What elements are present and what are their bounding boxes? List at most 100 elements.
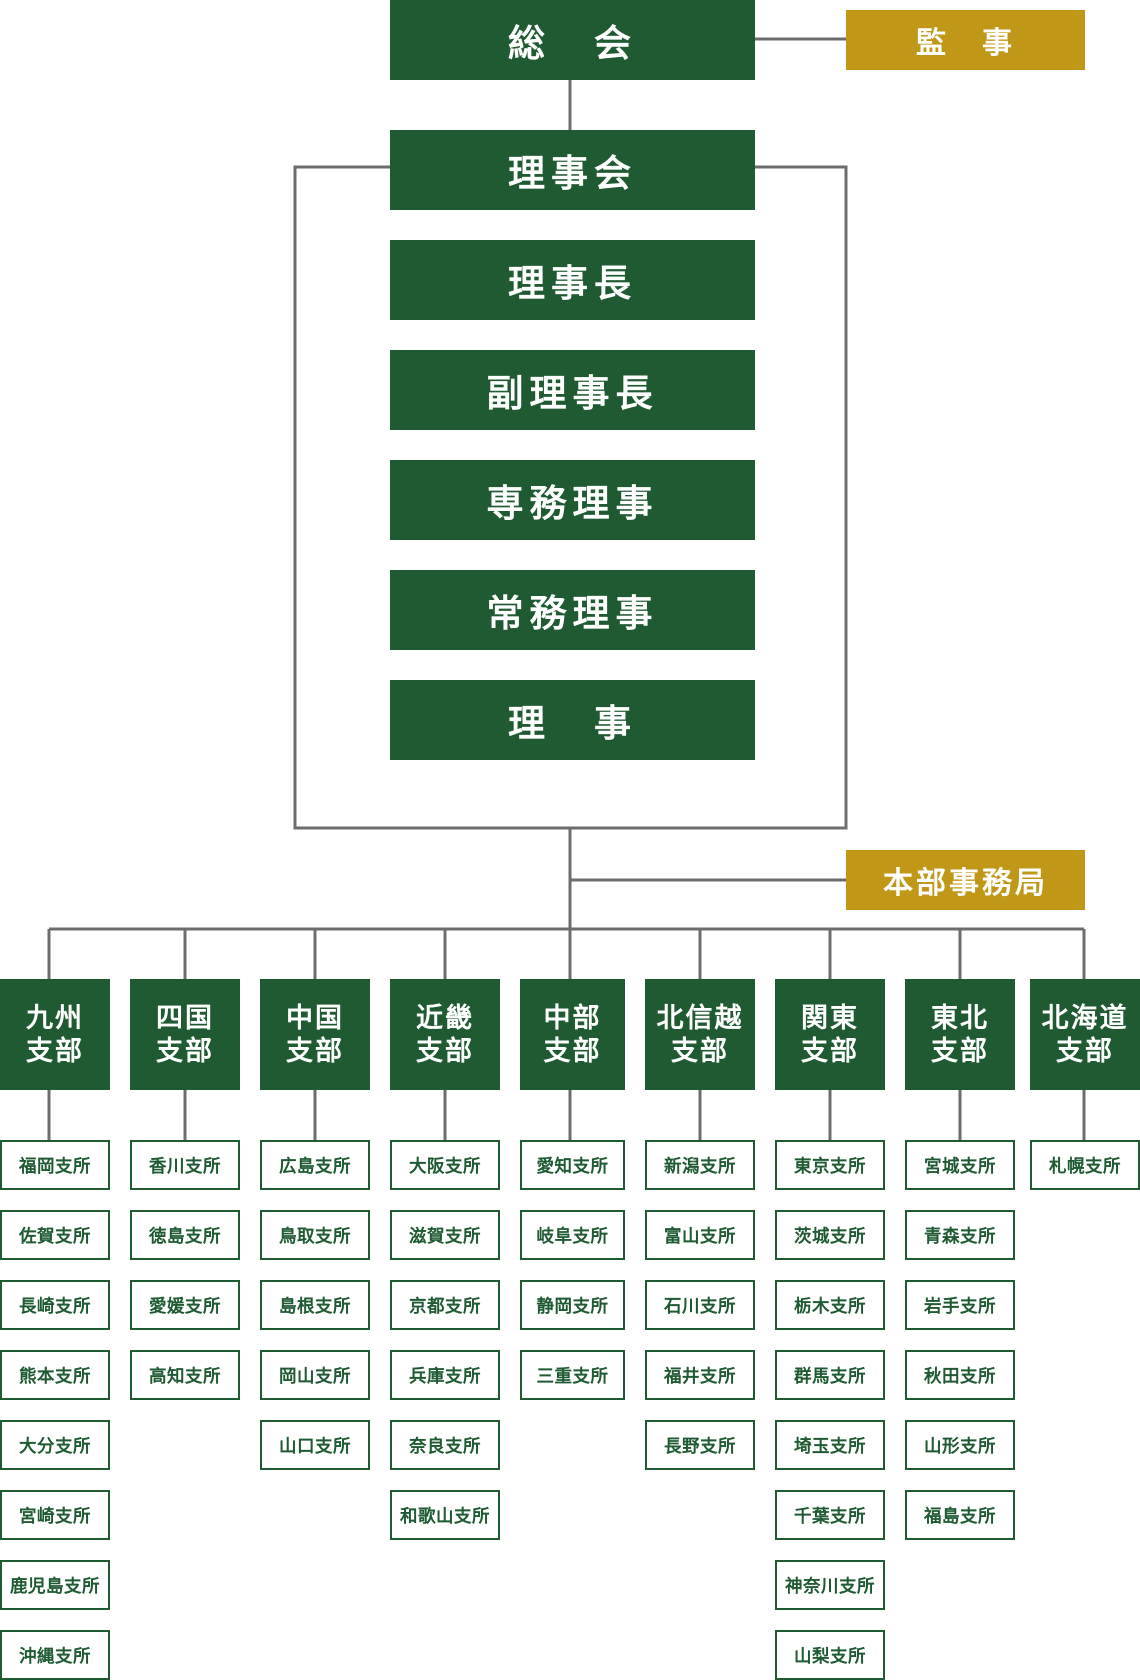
senior-director-box: 専務理事: [390, 460, 755, 540]
office-label: 兵庫支所: [409, 1366, 481, 1387]
office-box: 兵庫支所: [390, 1350, 500, 1400]
office-label: 三重支所: [536, 1366, 609, 1387]
branch-chugoku: 中国 支部: [260, 979, 370, 1090]
office-label: 佐賀支所: [19, 1226, 91, 1247]
branch-kanto: 関東 支部: [775, 979, 885, 1090]
branch-label: 北海道 支部: [1041, 1002, 1129, 1067]
office-label: 青森支所: [924, 1226, 996, 1247]
office-label: 沖縄支所: [19, 1646, 91, 1667]
managing-director-label: 常務理事: [486, 592, 659, 635]
branch-chubu: 中部 支部: [520, 979, 625, 1090]
senior-director-label: 専務理事: [486, 482, 659, 525]
office-box: 佐賀支所: [0, 1210, 110, 1260]
office-box: 宮城支所: [905, 1140, 1015, 1190]
office-box: 新潟支所: [645, 1140, 755, 1190]
branch-label: 中国 支部: [286, 1002, 344, 1067]
office-box: 札幌支所: [1030, 1140, 1140, 1190]
office-label: 石川支所: [664, 1296, 736, 1317]
office-label: 島根支所: [279, 1296, 351, 1317]
branch-tohoku: 東北 支部: [905, 979, 1015, 1090]
office-label: 福島支所: [924, 1506, 996, 1527]
branch-kinki: 近畿 支部: [390, 979, 500, 1090]
office-label: 山形支所: [924, 1436, 996, 1457]
office-box: 鳥取支所: [260, 1210, 370, 1260]
branch-label: 九州 支部: [26, 1002, 84, 1067]
branch-shikoku: 四国 支部: [130, 979, 240, 1090]
office-box: 長崎支所: [0, 1280, 110, 1330]
office-box: 山梨支所: [775, 1630, 885, 1680]
office-box: 和歌山支所: [390, 1490, 500, 1540]
general-assembly-label: 総 会: [508, 22, 637, 65]
office-box: 神奈川支所: [775, 1560, 885, 1610]
office-box: 富山支所: [645, 1210, 755, 1260]
office-box: 大分支所: [0, 1420, 110, 1470]
vice-chairman-box: 副理事長: [390, 350, 755, 430]
office-box: 島根支所: [260, 1280, 370, 1330]
office-label: 埼玉支所: [794, 1436, 866, 1457]
office-box: 岐阜支所: [520, 1210, 625, 1260]
office-label: 栃木支所: [794, 1296, 866, 1317]
office-label: 秋田支所: [924, 1366, 996, 1387]
office-box: 愛知支所: [520, 1140, 625, 1190]
office-label: 神奈川支所: [785, 1576, 875, 1597]
branch-label: 中部 支部: [543, 1002, 602, 1067]
office-box: 鹿児島支所: [0, 1560, 110, 1610]
vice-chairman-label: 副理事長: [486, 372, 659, 415]
office-label: 愛媛支所: [149, 1296, 221, 1317]
office-label: 福岡支所: [19, 1156, 91, 1177]
office-box: 三重支所: [520, 1350, 625, 1400]
office-label: 奈良支所: [409, 1436, 481, 1457]
office-label: 和歌山支所: [400, 1506, 490, 1527]
office-box: 奈良支所: [390, 1420, 500, 1470]
office-box: 岡山支所: [260, 1350, 370, 1400]
office-label: 札幌支所: [1049, 1156, 1121, 1177]
office-box: 福岡支所: [0, 1140, 110, 1190]
directors-label: 理 事: [508, 702, 637, 745]
office-box: 滋賀支所: [390, 1210, 500, 1260]
office-label: 長野支所: [664, 1436, 736, 1457]
office-label: 広島支所: [279, 1156, 351, 1177]
office-label: 香川支所: [149, 1156, 221, 1177]
office-label: 徳島支所: [149, 1226, 221, 1247]
office-box: 熊本支所: [0, 1350, 110, 1400]
branch-hokkaido: 北海道 支部: [1030, 979, 1140, 1090]
office-label: 千葉支所: [794, 1506, 866, 1527]
board-box: 理事会: [390, 130, 755, 210]
office-label: 東京支所: [794, 1156, 866, 1177]
office-box: 広島支所: [260, 1140, 370, 1190]
chairman-box: 理事長: [390, 240, 755, 320]
office-box: 高知支所: [130, 1350, 240, 1400]
office-box: 山口支所: [260, 1420, 370, 1470]
office-box: 大阪支所: [390, 1140, 500, 1190]
office-box: 香川支所: [130, 1140, 240, 1190]
office-label: 長崎支所: [19, 1296, 91, 1317]
office-box: 静岡支所: [520, 1280, 625, 1330]
managing-director-box: 常務理事: [390, 570, 755, 650]
office-box: 青森支所: [905, 1210, 1015, 1260]
office-label: 愛知支所: [536, 1156, 609, 1177]
directors-box: 理 事: [390, 680, 755, 760]
office-label: 京都支所: [409, 1296, 481, 1317]
general-assembly-box: 総 会: [390, 0, 755, 80]
office-box: 宮崎支所: [0, 1490, 110, 1540]
office-label: 熊本支所: [19, 1366, 91, 1387]
board-label: 理事会: [508, 152, 637, 195]
auditor-box: 監 事: [846, 10, 1085, 70]
office-label: 鳥取支所: [279, 1226, 351, 1247]
office-label: 茨城支所: [794, 1226, 866, 1247]
auditor-label: 監 事: [916, 26, 1015, 61]
office-label: 新潟支所: [664, 1156, 736, 1177]
office-box: 岩手支所: [905, 1280, 1015, 1330]
branch-label: 北信越 支部: [656, 1002, 744, 1067]
office-label: 岐阜支所: [536, 1226, 609, 1247]
office-label: 大阪支所: [409, 1156, 481, 1177]
office-box: 茨城支所: [775, 1210, 885, 1260]
branch-label: 近畿 支部: [416, 1002, 474, 1067]
office-box: 石川支所: [645, 1280, 755, 1330]
office-box: 埼玉支所: [775, 1420, 885, 1470]
office-label: 群馬支所: [794, 1366, 866, 1387]
office-label: 高知支所: [149, 1366, 221, 1387]
office-box: 福島支所: [905, 1490, 1015, 1540]
office-box: 秋田支所: [905, 1350, 1015, 1400]
